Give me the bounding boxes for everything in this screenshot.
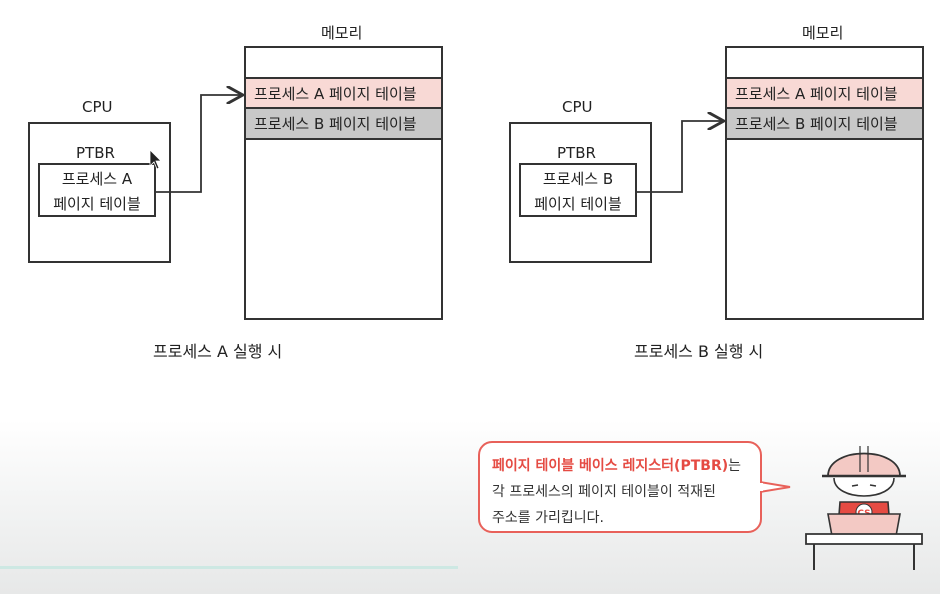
callout-line1-rest: 는 (728, 458, 742, 474)
bottom-gradient (0, 420, 940, 594)
left-memory-row-process-a: 프로세스 A 페이지 테이블 (246, 77, 441, 108)
left-ptbr-value-line2: 페이지 테이블 (53, 195, 141, 213)
right-cpu-label: CPU (562, 98, 593, 116)
left-ptbr-value-line1: 프로세스 A (61, 170, 133, 188)
mouse-cursor-icon (149, 149, 162, 170)
left-memory-row-process-b: 프로세스 B 페이지 테이블 (246, 107, 441, 140)
video-progress-track[interactable] (0, 566, 458, 569)
mascot-illustration: CS (805, 446, 923, 570)
right-memory-label: 메모리 (802, 24, 844, 42)
right-pointer-arrow (637, 121, 722, 193)
explanation-callout: 페이지 테이블 베이스 레지스터(PTBR)는 각 프로세스의 페이지 테이블이… (478, 441, 762, 533)
right-caption: 프로세스 B 실행 시 (634, 342, 764, 361)
callout-line-2: 각 프로세스의 페이지 테이블이 적재된 (492, 484, 716, 500)
right-memory-row-process-a: 프로세스 A 페이지 테이블 (727, 77, 922, 108)
right-ptbr-value-line2: 페이지 테이블 (534, 195, 622, 213)
left-memory-box: 프로세스 A 페이지 테이블 프로세스 B 페이지 테이블 (244, 46, 443, 320)
right-ptbr-register: 프로세스 B 페이지 테이블 (519, 163, 637, 217)
right-ptbr-value-line1: 프로세스 B (542, 170, 614, 188)
callout-highlight: 페이지 테이블 베이스 레지스터(PTBR) (492, 458, 729, 474)
left-ptbr-register: 프로세스 A 페이지 테이블 (38, 163, 156, 217)
left-ptbr-label: PTBR (76, 144, 115, 162)
connector-arrows (149, 0, 940, 193)
left-memory-label: 메모리 (321, 24, 363, 42)
callout-tail (760, 481, 791, 493)
left-cpu-label: CPU (82, 98, 113, 116)
right-memory-box: 프로세스 A 페이지 테이블 프로세스 B 페이지 테이블 (725, 46, 924, 320)
left-caption: 프로세스 A 실행 시 (153, 342, 283, 361)
callout-line-3: 주소를 가리킵니다. (492, 510, 604, 526)
right-ptbr-label: PTBR (557, 144, 596, 162)
callout-line-1: 페이지 테이블 베이스 레지스터(PTBR)는 (492, 453, 748, 479)
left-pointer-arrow (156, 95, 241, 193)
right-memory-row-process-b: 프로세스 B 페이지 테이블 (727, 107, 922, 140)
